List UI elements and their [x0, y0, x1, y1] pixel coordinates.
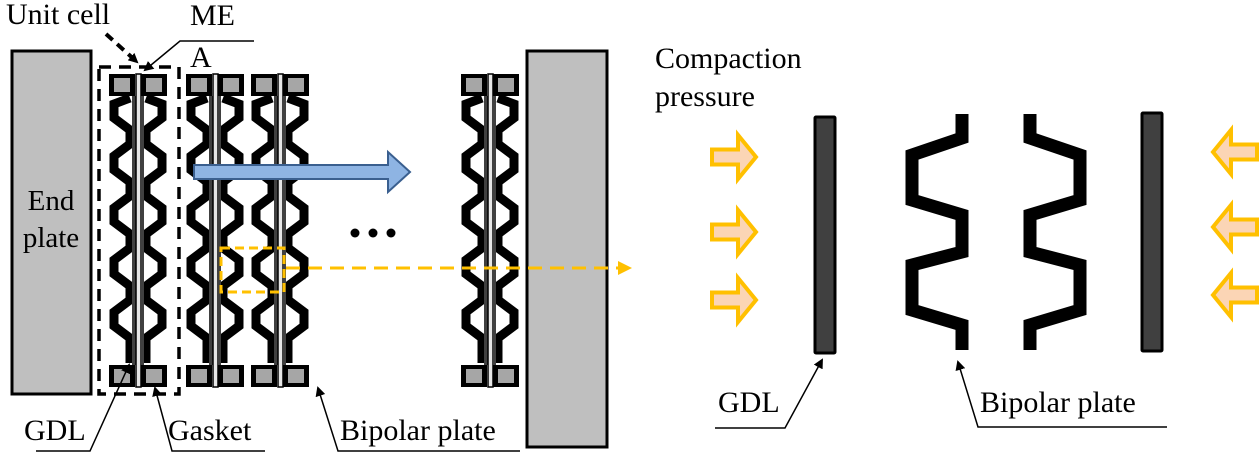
- end-plate-label-line1: End: [28, 185, 75, 217]
- bipolar-plate-half: [186, 74, 213, 387]
- unit-cell-box: [97, 65, 181, 396]
- pressure-arrow-right: [710, 272, 759, 328]
- unit-cell-pointer: [104, 32, 139, 64]
- bipolar-plate-profile-right: [1023, 114, 1087, 350]
- gdl-strip: [140, 96, 144, 365]
- gasket-block: [191, 78, 207, 92]
- bipolar-plate-label-left: Bipolar plate: [340, 414, 496, 447]
- gasket-block: [288, 78, 304, 92]
- gasket-pointer: [152, 386, 265, 452]
- gasket-block: [191, 369, 207, 383]
- bipolar-plate-half: [251, 74, 278, 387]
- bipolar-plate-half: [217, 74, 244, 387]
- gasket-block: [223, 369, 239, 383]
- gdl-strip: [282, 96, 286, 365]
- stack-direction-arrow: [193, 149, 412, 195]
- pressure-arrow-right: [710, 129, 759, 185]
- gdl-strip: [274, 96, 278, 365]
- mea-label-line1: ME: [190, 0, 235, 32]
- gasket-block: [466, 78, 482, 92]
- gdl-label-left: GDL: [24, 414, 86, 447]
- compaction-label-line2: pressure: [655, 80, 755, 113]
- gdl-strip: [217, 96, 221, 365]
- right-end-plate: [525, 49, 609, 449]
- gdl-label-right: GDL: [718, 386, 780, 419]
- gasket-block: [146, 78, 162, 92]
- bipolar-plate-pointer-left: [315, 386, 520, 452]
- end-plate-label-line2: plate: [23, 222, 79, 254]
- gdl-strip: [209, 96, 213, 365]
- bipolar-plate-label-right: Bipolar plate: [980, 386, 1136, 419]
- gasket-block: [498, 78, 514, 92]
- zoom-region-box: [219, 246, 286, 294]
- left-end-plate: End plate: [10, 49, 93, 396]
- gasket-block: [256, 369, 272, 383]
- bipolar-plate-half: [140, 74, 167, 387]
- gasket-block: [223, 78, 239, 92]
- pressure-arrow-left: [1210, 199, 1259, 255]
- gasket-block: [114, 78, 130, 92]
- pressure-arrow-right: [710, 204, 759, 260]
- gasket-block: [146, 369, 162, 383]
- cell-stack-right: [461, 73, 519, 388]
- gasket-block: [498, 369, 514, 383]
- bipolar-plate-half: [461, 74, 488, 387]
- gdl-layer-right: [1140, 111, 1164, 353]
- gdl-pointer-right: [715, 358, 823, 429]
- bipolar-plate-half: [109, 74, 136, 387]
- mea-label-line2: A: [190, 41, 212, 74]
- unit-cell-label: Unit cell: [6, 0, 110, 31]
- bipolar-plate-half: [492, 74, 519, 387]
- compaction-pressure-arrows: [710, 124, 1259, 328]
- gasket-block: [288, 369, 304, 383]
- gasket-label: Gasket: [168, 414, 252, 447]
- gdl-strip: [484, 96, 488, 365]
- bipolar-plate-pointer-right: [955, 360, 1167, 428]
- gdl-strip: [492, 96, 496, 365]
- bipolar-plate-profile-left: [905, 114, 969, 350]
- pressure-arrow-left: [1210, 124, 1259, 180]
- gdl-strip: [132, 96, 136, 365]
- cell-stack-left: [109, 73, 309, 388]
- gdl-layer-left: [813, 115, 837, 355]
- gdl-pointer-left: [36, 363, 131, 452]
- compaction-label-line1: Compaction: [655, 42, 802, 75]
- bipolar-plate-half: [282, 74, 309, 387]
- gasket-block: [466, 369, 482, 383]
- pressure-arrow-left: [1210, 267, 1259, 323]
- mea-pointer: [143, 40, 254, 72]
- ellipsis-dots: [350, 228, 396, 238]
- gasket-block: [256, 78, 272, 92]
